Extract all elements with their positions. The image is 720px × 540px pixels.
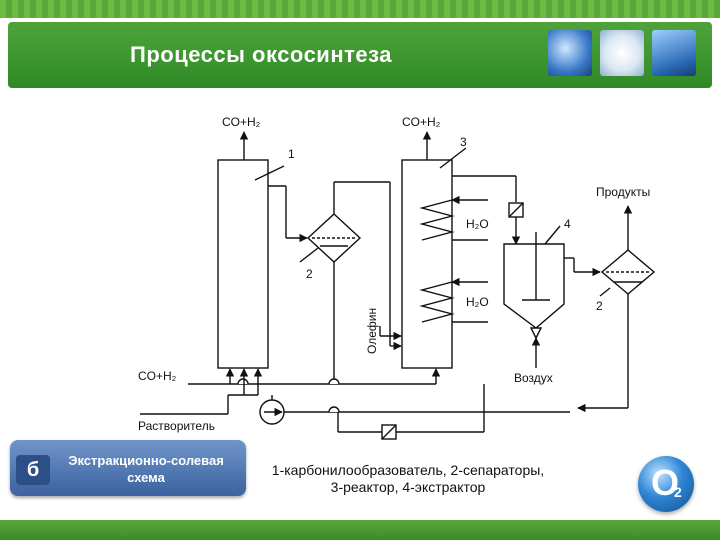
label-num-1: 1 bbox=[288, 147, 295, 161]
top-stripe bbox=[0, 0, 720, 18]
title-bar bbox=[8, 22, 712, 88]
label-gas-bottom-left: CO+H₂ bbox=[138, 369, 177, 383]
label-num-2-right: 2 bbox=[596, 299, 603, 313]
legend: 1-карбонилообразователь, 2-сепараторы, 3… bbox=[258, 462, 558, 496]
label-water-top: H₂O bbox=[466, 217, 489, 231]
label-num-3: 3 bbox=[460, 135, 467, 149]
header-image-molecules bbox=[548, 30, 592, 76]
label-solvent: Растворитель bbox=[138, 419, 215, 433]
header-image-flasks bbox=[652, 30, 696, 76]
bottom-bar bbox=[0, 520, 720, 540]
header-image-atom bbox=[600, 30, 644, 76]
label-olefin: Олефин bbox=[365, 308, 379, 354]
o2-logo bbox=[638, 456, 694, 512]
label-num-2-left: 2 bbox=[306, 267, 313, 281]
label-water-bottom: H₂O bbox=[466, 295, 489, 309]
label-num-4: 4 bbox=[564, 217, 571, 231]
scheme-letter: б bbox=[16, 455, 50, 485]
reactor-3 bbox=[401, 159, 453, 369]
extractor-4 bbox=[503, 243, 565, 329]
label-air: Воздух bbox=[514, 371, 553, 385]
scheme-title: Экстракционно-солевая схема bbox=[48, 452, 244, 486]
scheme-title-line-1: Экстракционно-солевая bbox=[68, 453, 224, 468]
carbonyl-generator-1 bbox=[217, 159, 269, 369]
label-gas-top-left: CO+H₂ bbox=[222, 115, 261, 129]
legend-line-2: 3-реактор, 4-экстрактор bbox=[330, 479, 486, 495]
slide-title: Процессы оксосинтеза bbox=[130, 42, 393, 67]
label-products: Продукты bbox=[596, 185, 650, 199]
legend-line-1: 1-карбонилообразователь, 2-сепараторы, bbox=[271, 462, 545, 478]
scheme-title-line-2: схема bbox=[127, 470, 165, 485]
o2-logo-letter: O bbox=[651, 462, 680, 503]
o2-logo-subscript: 2 bbox=[674, 484, 682, 500]
label-gas-top-right: CO+H₂ bbox=[402, 115, 441, 129]
